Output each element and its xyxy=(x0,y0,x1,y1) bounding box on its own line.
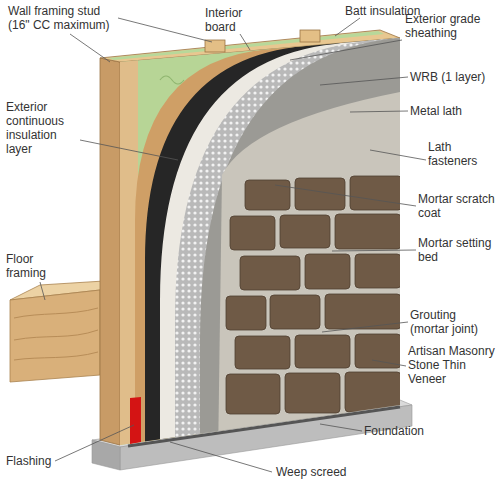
callout-label: Flashing xyxy=(6,454,66,468)
leader-line xyxy=(40,282,45,300)
stone xyxy=(226,296,266,330)
callout-label: Wall framing stud (16" CC maximum) xyxy=(8,4,123,32)
leader-line xyxy=(55,425,134,461)
wall-layers xyxy=(120,30,410,460)
foundation-side xyxy=(92,440,120,470)
metal-lath xyxy=(175,30,410,460)
callout-label: Artisan Masonry Stone Thin Veneer xyxy=(408,344,496,386)
leader-line xyxy=(322,322,408,332)
callout-label: Mortar setting bed xyxy=(418,236,498,264)
leader-line xyxy=(370,150,426,160)
leader-line xyxy=(240,34,250,50)
leader-line xyxy=(335,18,360,36)
callout-label: Metal lath xyxy=(410,104,498,118)
stud-end xyxy=(205,40,225,52)
stone xyxy=(335,214,401,249)
leader-line xyxy=(290,40,402,60)
stone xyxy=(245,180,290,210)
weep-screed xyxy=(128,407,400,446)
callout-label: Interior board xyxy=(205,6,260,34)
leader-line xyxy=(80,140,178,160)
callout-label: Lath fasteners xyxy=(428,140,494,168)
leader-line xyxy=(350,111,408,112)
callout-label: Weep screed xyxy=(276,465,376,479)
continuous-insulation xyxy=(160,30,410,460)
stone xyxy=(280,215,330,248)
stone-veneer xyxy=(226,176,402,414)
callout-label: Mortar scratch coat xyxy=(418,192,498,220)
leader-line xyxy=(320,424,362,431)
stone xyxy=(226,374,280,414)
stone xyxy=(355,254,401,288)
stone xyxy=(230,216,275,250)
stone xyxy=(270,295,320,329)
flashing xyxy=(130,397,141,444)
stone xyxy=(295,335,350,368)
sheathing xyxy=(135,30,410,460)
stone xyxy=(355,334,401,368)
stone xyxy=(235,336,290,369)
callout-label: Foundation xyxy=(364,424,454,438)
stone xyxy=(350,176,402,210)
leader-line xyxy=(320,77,408,85)
setting-bed xyxy=(218,90,410,460)
stone xyxy=(285,373,340,413)
rim-board xyxy=(10,290,100,382)
stone xyxy=(345,372,401,412)
leader-line xyxy=(332,250,416,251)
stud-end xyxy=(300,30,320,42)
leader-line xyxy=(372,360,406,366)
callout-label: WRB (1 layer) xyxy=(410,70,498,84)
stone xyxy=(305,254,350,289)
scratch-coat xyxy=(200,30,410,460)
wrb xyxy=(145,30,410,460)
wood-grain xyxy=(14,308,98,360)
leader-line xyxy=(275,185,416,206)
leader-lines xyxy=(40,18,426,472)
callout-label: Grouting (mortar joint) xyxy=(410,308,498,336)
callout-label: Floor framing xyxy=(6,252,56,280)
leader-line xyxy=(118,18,212,42)
callout-label: Exterior continuous insulation layer xyxy=(6,100,86,156)
callout-label: Exterior grade sheathing xyxy=(405,12,497,40)
stone xyxy=(240,256,300,290)
leader-line xyxy=(170,442,272,472)
stud-side xyxy=(100,58,120,445)
leader-line xyxy=(70,34,110,62)
